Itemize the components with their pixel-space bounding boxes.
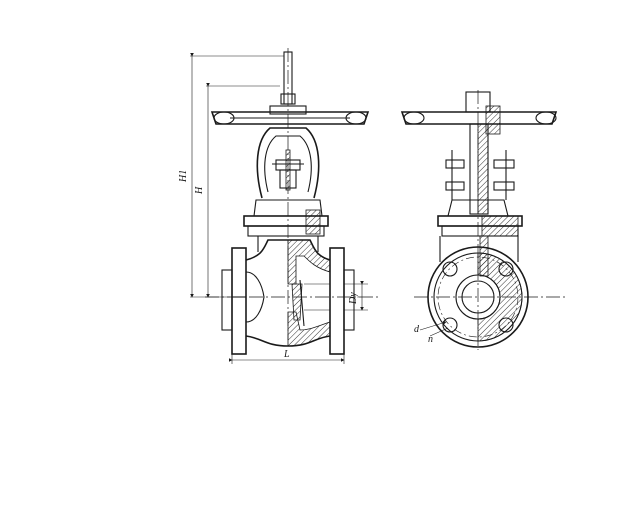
height-dimensions xyxy=(190,53,284,298)
handwheel-side xyxy=(400,91,558,135)
dim-label-Dy: Dy xyxy=(348,292,359,305)
valve-body xyxy=(221,239,355,355)
dim-label-H1: H1 xyxy=(178,170,189,183)
yoke xyxy=(256,127,320,199)
handwheel xyxy=(210,105,370,125)
length-dimension xyxy=(229,354,345,364)
dim-label-L: L xyxy=(283,349,290,360)
flange-face xyxy=(427,246,529,348)
yoke-side xyxy=(445,123,515,215)
label-n: n xyxy=(428,334,433,345)
side-view: d n xyxy=(400,90,566,350)
dim-label-H: H xyxy=(194,186,205,195)
label-d: d xyxy=(414,324,420,335)
stem-nut xyxy=(280,93,296,105)
bonnet xyxy=(243,199,329,252)
front-view: H1 H Dy L xyxy=(178,48,378,364)
bore-dimension xyxy=(344,281,368,311)
bolt-hole-leader xyxy=(419,321,449,337)
